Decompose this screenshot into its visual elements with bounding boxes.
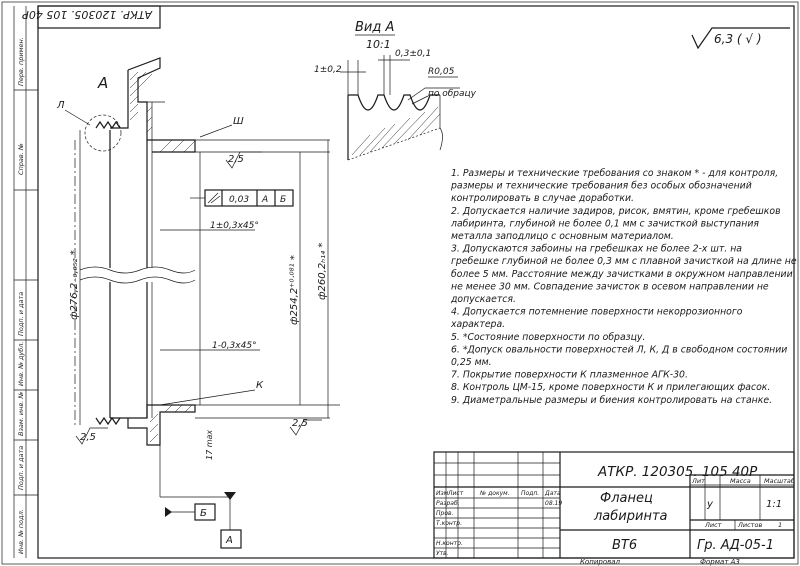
tb-role-1: Разраб.: [436, 500, 460, 507]
tb-date: 08.19: [545, 500, 562, 507]
title-block-grid: [434, 452, 560, 558]
view-dim-width: 0,3±0,1: [395, 49, 431, 59]
datum-B: Б: [200, 508, 207, 519]
part-view: 0,03 А Б: [64, 57, 340, 530]
tb-sheets: Листов: [737, 521, 762, 529]
tb-scale-value: 1:1: [766, 499, 782, 510]
tb-col-lit: Лит: [691, 477, 705, 485]
tb-col-scale: Масштаб: [764, 477, 795, 485]
side-label-4: Инв. № дубл.: [17, 342, 25, 386]
dia-right: ф260,2ₕ₁₄ *: [317, 243, 328, 300]
general-roughness: 6,3 ( √ ): [691, 27, 790, 50]
dia-left: ф276,2₋₀,₀₅₂ *: [69, 250, 80, 320]
note-line: 7. Покрытие поверхности К плазменное АГК…: [451, 370, 688, 381]
tolerance-value: 0,03: [229, 195, 249, 205]
view-radius: R0,05: [428, 67, 455, 77]
hatch-lower: [149, 404, 193, 443]
tb-h-sign: Подп.: [521, 490, 539, 497]
tb-h-date: Дата: [544, 490, 561, 497]
tb-name-1: Фланец: [600, 491, 653, 506]
note-line: 6. *Допуск овальности поверхностей Л, К,…: [451, 344, 787, 355]
side-label-1: Перв. примен.: [17, 37, 25, 86]
title-block: АТКР. 120305. 105 40Р Фланец лабиринта В…: [433, 451, 795, 559]
label-Sh: Ш: [233, 116, 244, 127]
tb-lit-value: у: [706, 499, 714, 510]
detail-circle: [84, 114, 122, 152]
rough-right: 2,5: [292, 418, 308, 429]
note-line: гребешке глубиной не более 0,3 мм с плав…: [451, 256, 797, 267]
note-line: 5. *Состояние поверхности по образцу.: [451, 332, 645, 343]
view-hatch: [351, 106, 441, 156]
tb-sheets-value: 1: [778, 521, 782, 529]
label-L: Л: [56, 100, 65, 111]
rough-bottom-left: 2,5: [80, 432, 96, 443]
tb-material: ВТ6: [612, 538, 637, 553]
view-A: Вид А 10:1 1±0,2 0,3±0,1 R0,05 по обрацу: [314, 20, 477, 161]
datum-A: А: [225, 535, 233, 546]
footer-copied: Копировал: [580, 558, 621, 566]
view-scale: 10:1: [366, 38, 391, 51]
chamfer-top: 1±0,3x45°: [210, 221, 259, 231]
note-line: 1. Размеры и технические требования со з…: [451, 168, 778, 179]
tb-name-2: лабиринта: [593, 509, 668, 524]
tb-role-3: Т.контр.: [436, 520, 462, 527]
datum-B-box: [194, 503, 216, 521]
note-line: 4. Допускается потемнение поверхности не…: [451, 307, 743, 318]
tolerance-frame: 0,03 А Б: [190, 189, 294, 207]
note-line: характера.: [450, 319, 505, 330]
height-dim: 17 max: [205, 430, 214, 460]
tb-code: АТКР. 120305. 105 40Р: [597, 464, 758, 480]
rotated-code: АТКР. 120305. 105 40Р: [22, 8, 153, 21]
tolerance-ref2: Б: [280, 195, 286, 205]
label-K: К: [256, 380, 264, 391]
tb-sheet: Лист: [704, 521, 722, 529]
note-line: металла заподлицо с основным материалом.: [451, 231, 674, 242]
hatch-upper: [129, 71, 196, 153]
tb-col-mass: Масса: [730, 477, 751, 485]
note-line: 2. Допускается наличие задиров, рисок, в…: [451, 206, 781, 217]
note-line: не менее 30 мм. Совпадение зачисток в ос…: [451, 281, 769, 292]
tb-h-list: Лист: [447, 490, 464, 497]
tb-role-6: Утв.: [436, 550, 449, 557]
view-template-note: по обрацу: [428, 89, 477, 99]
tb-role-5: Н.контр.: [436, 540, 463, 547]
note-line: более 5 мм. Расстояние между зачистками …: [451, 269, 793, 280]
technical-notes: 1. Размеры и технические требования со з…: [450, 168, 797, 406]
side-label-6: Подп. и дата: [17, 446, 25, 490]
side-label-7: Инв. № подл.: [17, 509, 25, 554]
dia-inner: ф254,2⁺⁰·⁰⁸¹ *: [289, 255, 300, 325]
note-line: 0,25 мм.: [451, 357, 492, 368]
datum-A-box: [220, 529, 242, 549]
tolerance-ref1: А: [261, 195, 268, 205]
tb-role-2: Пров.: [436, 510, 454, 517]
note-line: 3. Допускаются забоины на гребешках не б…: [451, 244, 742, 255]
note-line: размеры и технические требования без осо…: [450, 181, 752, 192]
label-detail-A: А: [97, 74, 108, 92]
side-label-5: Взам. инв. №: [17, 392, 25, 436]
tb-h-doc: № докум.: [479, 490, 510, 497]
chamfer-bottom: 1-0,3x45°: [212, 341, 257, 351]
note-line: 8. Контроль ЦМ-15, кроме поверхности К и…: [451, 382, 770, 393]
inner-frame: [37, 5, 795, 559]
footer-format: Формат А3: [700, 558, 740, 566]
side-strip: Перв. примен. Справ. № Подп. и дата Инв.…: [13, 6, 38, 558]
note-line: лабиринта, глубиной не более 0,1 мм с за…: [450, 218, 759, 229]
side-label-3: Подп. и дата: [17, 292, 25, 336]
side-label-2: Справ. №: [17, 143, 25, 175]
roughness-value: 6,3 ( √ ): [714, 32, 762, 46]
rotated-code-box: АТКР. 120305. 105 40Р: [22, 5, 161, 29]
note-line: допускается.: [450, 294, 516, 305]
tb-h-izm: Изм: [436, 490, 449, 497]
note-line: контролировать в случае доработки.: [451, 193, 634, 204]
rough-top: 2,5: [228, 154, 244, 165]
note-line: 9. Диаметральные размеры и биения контро…: [451, 395, 772, 406]
tb-group: Гр. АД-05-1: [697, 538, 774, 553]
view-title: Вид А: [355, 20, 394, 35]
view-dim-gap: 1±0,2: [314, 65, 342, 75]
